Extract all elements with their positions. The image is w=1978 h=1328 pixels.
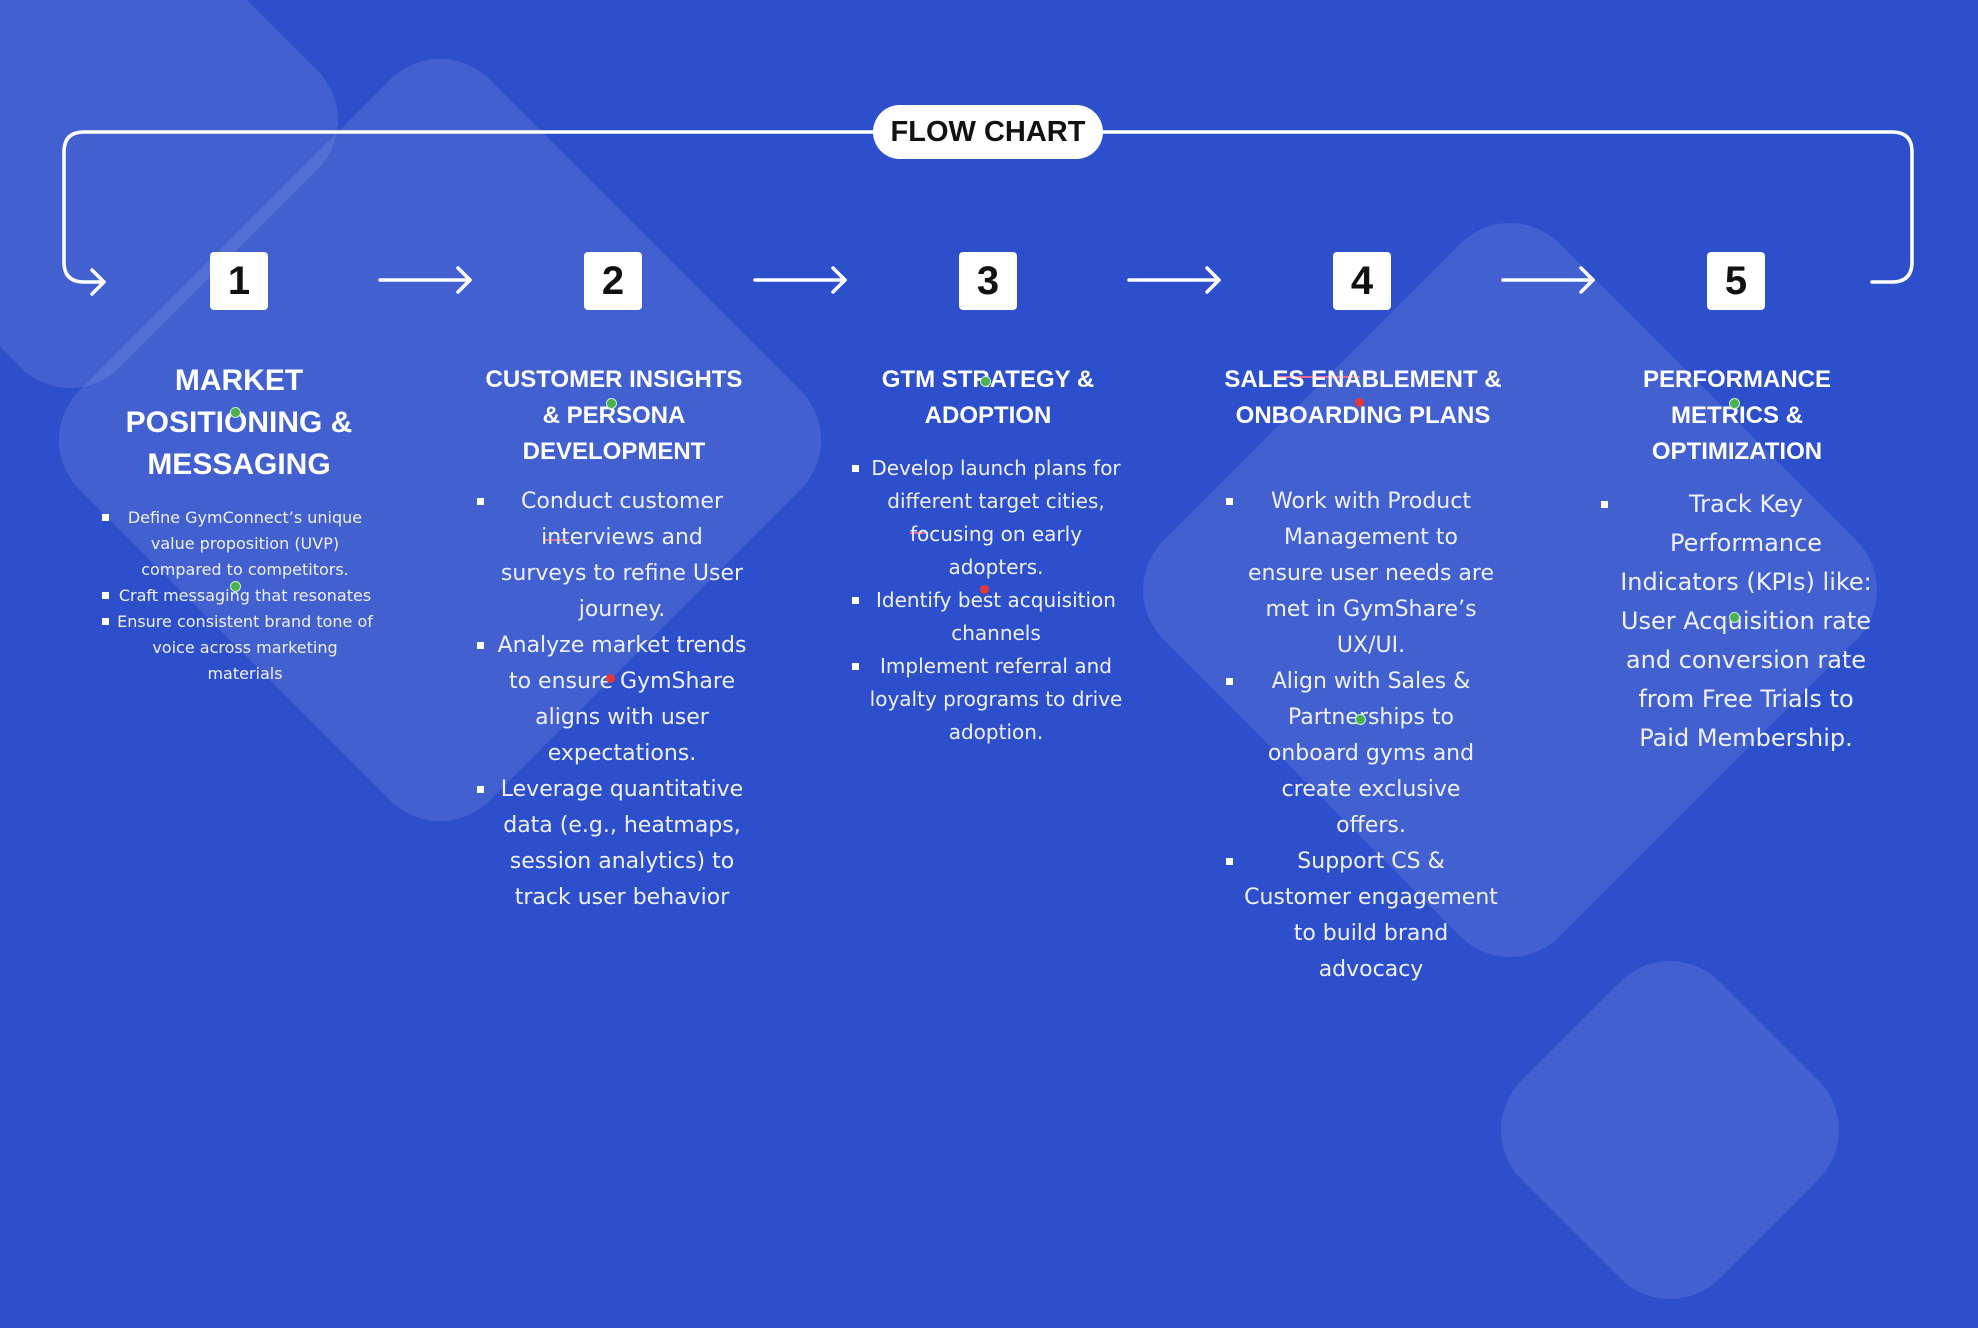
step-5-number: 5 [1707,252,1765,310]
step-4-title: SALES ENABLEMENT & ONBOARDING PLANS [1224,366,1502,429]
step-3-list: Develop launch plans for different targe… [852,452,1124,749]
loop-arrowhead [90,268,106,296]
step-4-bullet: Align with Sales & Partnerships to onboa… [1226,664,1498,844]
marker-dot [1355,398,1364,407]
step-2-number: 2 [584,252,642,310]
step-1-bullet: Define GymConnect’s unique value proposi… [102,505,374,583]
step-4-bullet: Work with Product Management to ensure u… [1226,484,1498,664]
step-3-bullet: Identify best acquisition channels [852,584,1124,650]
step-4-number: 4 [1333,252,1391,310]
step-3-bullet: Implement referral and loyalty programs … [852,650,1124,749]
step-4-list: Work with Product Management to ensure u… [1226,484,1498,988]
marker-dot [980,376,991,387]
arrow-2-3-head [831,266,847,294]
step-1-title: MARKET POSITIONING & MESSAGING [125,364,353,481]
arrow-4-5-head [1579,266,1595,294]
step-3-title: GTM STRATEGY & ADOPTION [881,366,1095,429]
step-2-bullet: Analyze market trends to ensure GymShare… [477,628,749,772]
marker-dot [230,407,241,418]
marker-dot [980,585,989,594]
step-2-bullet: Conduct customer interviews and surveys … [477,484,749,628]
step-4-bullet: Support CS & Customer engagement to buil… [1226,844,1498,988]
step-3-bullet: Develop launch plans for different targe… [852,452,1124,584]
marker-dot [606,398,617,409]
flow-connectors [62,130,1914,541]
step-3-number: 3 [959,252,1017,310]
step-2-title: CUSTOMER INSIGHTS & PERSONA DEVELOPMENT [485,366,743,465]
marker-dot [230,581,241,592]
loop-connector [62,130,876,284]
step-2-bullet: Leverage quantitative data (e.g., heatma… [477,772,749,916]
step-2-list: Conduct customer interviews and surveys … [477,484,749,916]
marker-dot [1729,398,1740,409]
step-1-number: 1 [210,252,268,310]
marker-dot [1355,714,1366,725]
arrow-1-2-head [456,266,472,294]
step-5-list: Track Key Performance Indicators (KPIs) … [1601,485,1873,758]
loop-connector [1101,130,1914,284]
step-5-title: PERFORMANCE METRICS & OPTIMIZATION [1642,366,1831,465]
step-5-bullet: Track Key Performance Indicators (KPIs) … [1601,485,1873,758]
step-1-bullet: Ensure consistent brand tone of voice ac… [102,609,374,687]
step-1-list: Define GymConnect’s unique value proposi… [102,505,374,687]
flow-chart-title: FLOW CHART [873,105,1103,159]
arrow-3-4-head [1205,266,1221,294]
step-1-bullet: Craft messaging that resonates [102,583,374,609]
marker-dot [606,674,615,683]
marker-dot [1729,612,1740,623]
